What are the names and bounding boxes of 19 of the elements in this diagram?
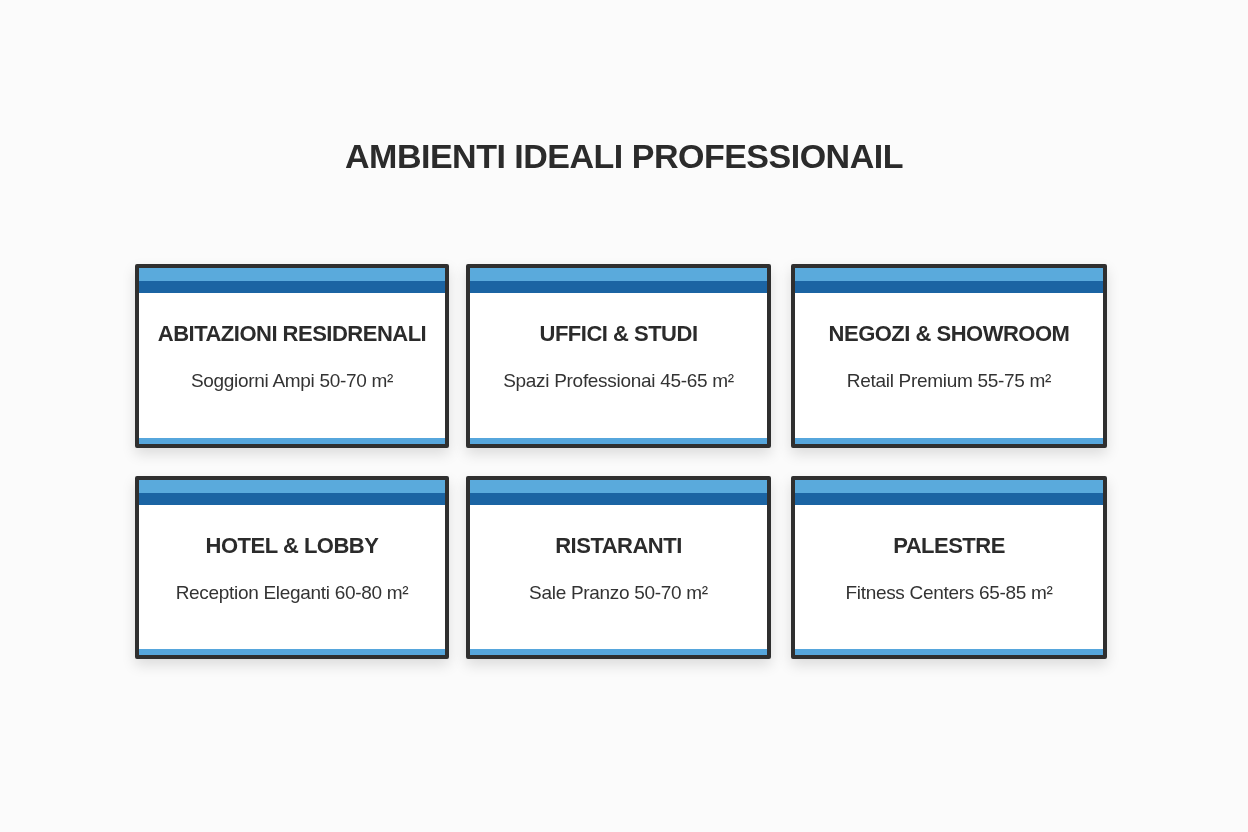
card-heading: UFFICI & STUDI	[539, 320, 698, 348]
card	[791, 476, 1107, 659]
card-subtitle: Reception Eleganti 60-80 m²	[175, 581, 409, 605]
card-heading: HOTEL & LOBBY	[205, 532, 379, 560]
card	[135, 476, 449, 659]
card-subtitle: Retail Premium 55-75 m²	[846, 369, 1052, 393]
card	[466, 264, 771, 448]
card-heading: NEGOZI & SHOWROOM	[828, 320, 1070, 348]
card-subtitle: Sale Pranzo 50-70 m²	[529, 581, 708, 605]
card-subtitle: Spazi Professionai 45-65 m²	[503, 369, 734, 393]
card-heading: PALESTRE	[893, 532, 1005, 560]
card	[466, 476, 771, 659]
card-heading: RISTARANTI	[555, 532, 682, 560]
card-subtitle: Soggiorni Ampi 50-70 m²	[190, 369, 394, 393]
card	[135, 264, 449, 448]
card-heading: ABITAZIONI RESIDRENALI	[157, 320, 427, 348]
diagram-title: AMBIENTI IDEALI PROFESSIONAIL	[345, 136, 903, 177]
card-subtitle: Fitness Centers 65-85 m²	[845, 581, 1053, 605]
card	[791, 264, 1107, 448]
